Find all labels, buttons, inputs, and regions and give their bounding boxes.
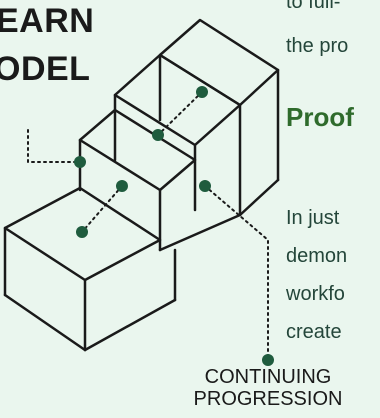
marker-dot-top: [196, 86, 208, 98]
marker-dot-progression: [262, 354, 274, 366]
title-connector: [27, 129, 81, 163]
marker-dot-step2: [152, 129, 164, 141]
paragraph-line: the pro: [286, 35, 349, 57]
progression-label-line-1: CONTINUING: [204, 366, 332, 388]
marker-dot-title: [74, 156, 86, 168]
paragraph-line: workfo: [286, 283, 345, 305]
progression-label-line-2: PROGRESSION: [193, 388, 343, 411]
paragraph-line: create: [286, 321, 342, 343]
paragraph-line: demon: [286, 245, 348, 267]
bottom-step-top-face: [3, 186, 162, 282]
marker-dot-step3: [116, 180, 128, 192]
progression-label: CONTINUING PROGRESSION: [168, 366, 368, 411]
top-block-bottom-edge: [238, 178, 280, 217]
step2-top-face: [113, 53, 242, 147]
bottom-step-bottom-right: [83, 298, 177, 352]
progression-connector: [204, 185, 269, 359]
step3-connector: [81, 185, 123, 233]
section-heading: Proof: [286, 102, 354, 132]
step3-bottom-edge: [158, 213, 242, 252]
marker-dot-right: [199, 180, 211, 192]
bottom-step-bottom-left: [3, 293, 87, 352]
marker-dot-bottom: [76, 226, 88, 238]
step3-top-face: [78, 108, 197, 192]
diagram-title-line-2: ODEL: [0, 50, 91, 88]
diagram-title-line-1: EARN: [0, 2, 95, 40]
step1-connector: [157, 91, 203, 136]
paragraph-line: In just: [286, 207, 340, 229]
paragraph-line: to full-: [286, 0, 341, 13]
